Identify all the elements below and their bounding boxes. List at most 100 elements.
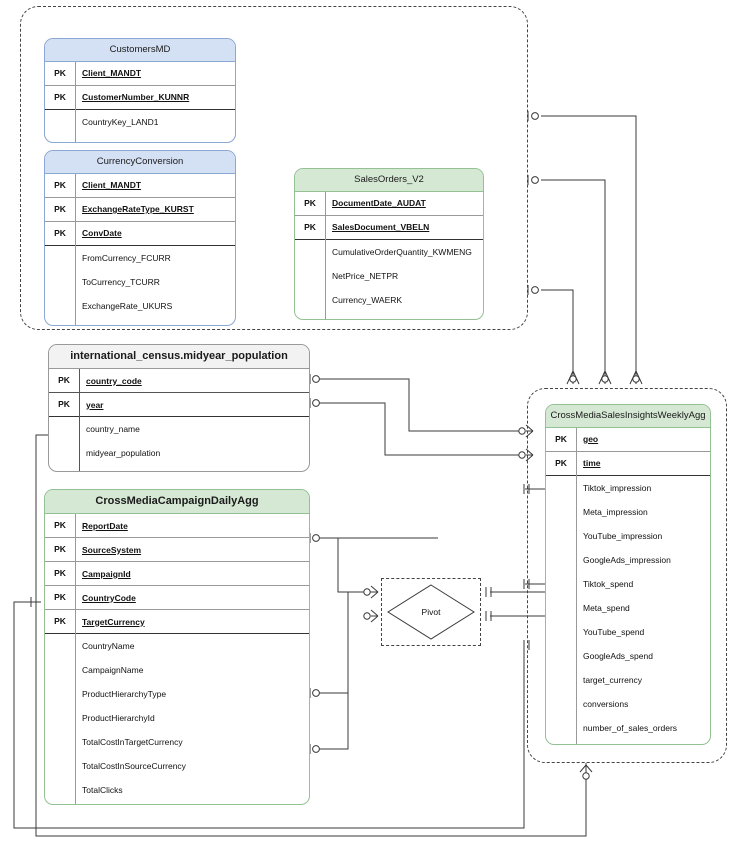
entity-row-attribute[interactable]: TotalCostInSourceCurrency	[45, 754, 309, 778]
field-name: CountryName	[82, 641, 135, 651]
entity-row-attribute[interactable]: TotalImpressions	[45, 802, 309, 804]
entity-row-attribute[interactable]: FromCurrency_FCURR	[45, 246, 235, 270]
entity-midyear-population[interactable]: international_census.midyear_population …	[48, 344, 310, 472]
pivot-label: Pivot	[421, 607, 441, 617]
entity-row-attribute[interactable]: YouTube_spend	[546, 620, 710, 644]
pk-badge: PK	[304, 221, 316, 232]
entity-row-attribute[interactable]: GoogleAds_spend	[546, 644, 710, 668]
entity-row-attribute[interactable]: average_revenue_per_sales_order	[546, 740, 710, 745]
field-name: CountryKey_LAND1	[82, 116, 159, 127]
field-name: Meta_impression	[583, 506, 648, 517]
card-zero-one	[527, 111, 539, 295]
field-name: ConvDate	[82, 228, 122, 238]
pivot-node[interactable]: Pivot	[386, 583, 476, 641]
field-name: midyear_population	[86, 448, 161, 458]
entity-title: CustomersMD	[45, 39, 235, 62]
entity-row-attribute[interactable]: Tiktok_impression	[546, 476, 710, 500]
entity-row-attribute[interactable]: CampaignName	[45, 658, 309, 682]
field-name: time	[583, 458, 601, 468]
entity-row-attribute[interactable]: conversions	[546, 692, 710, 716]
field-name: target_currency	[583, 674, 643, 685]
field-name: Client_MANDT	[82, 68, 142, 78]
field-name: ...	[325, 319, 483, 320]
entity-row-attribute[interactable]: TotalClicks	[45, 778, 309, 802]
entity-row-attribute[interactable]: ...	[295, 312, 483, 320]
card-campaign-left	[30, 597, 37, 607]
entity-row-attribute[interactable]: ProductHierarchyType	[45, 682, 309, 706]
entity-row-pk[interactable]: PK time	[546, 452, 710, 476]
entity-row-attribute[interactable]: GoogleAds_impression	[546, 548, 710, 572]
field-name: ProductHierarchyId	[82, 713, 155, 723]
pivot-diamond-shape	[387, 584, 475, 640]
field-name: SourceSystem	[82, 544, 142, 555]
card-census-right	[309, 374, 320, 408]
pk-badge: PK	[555, 457, 567, 468]
entity-row-attribute[interactable]: ExchangeRate_UKURS	[45, 294, 235, 318]
entity-row-attribute[interactable]: ProductHierarchyId	[45, 706, 309, 730]
entity-row-attribute[interactable]: ...	[45, 134, 235, 143]
key-divider	[79, 369, 80, 471]
field-name: CampaignName	[82, 665, 144, 675]
field-name: ExchangeRate_UKURS	[82, 300, 173, 311]
entity-row-attribute[interactable]: NetPrice_NETPR	[295, 264, 483, 288]
entity-row-pk[interactable]: PK Client_MANDT	[45, 62, 235, 86]
pk-badge: PK	[304, 197, 316, 208]
entity-row-attribute[interactable]: country_name	[49, 417, 309, 441]
entity-row-attribute[interactable]: CumulativeOrderQuantity_KWMENG	[295, 240, 483, 264]
card-campaign-right	[309, 533, 320, 754]
field-name: conversions	[583, 698, 629, 709]
entity-row-attribute[interactable]: Currency_WAERK	[295, 288, 483, 312]
pk-badge: PK	[58, 399, 70, 410]
entity-row-attribute[interactable]: ToCurrency_TCURR	[45, 270, 235, 294]
entity-row-attribute[interactable]: CountryName	[45, 634, 309, 658]
entity-row-attribute[interactable]: Tiktok_spend	[546, 572, 710, 596]
field-name: TotalCostInSourceCurrency	[82, 761, 186, 771]
entity-row-attribute[interactable]: YouTube_impression	[546, 524, 710, 548]
card-zero-many-top	[566, 370, 643, 385]
entity-row-attribute[interactable]: ...	[49, 465, 309, 471]
entity-row-attribute[interactable]: CountryKey_LAND1	[45, 110, 235, 134]
pk-badge: PK	[54, 67, 66, 78]
field-name: Tiktok_spend	[583, 578, 634, 589]
field-name: country_code	[86, 375, 142, 386]
entity-row-attribute[interactable]: ...	[45, 318, 235, 326]
entity-row-attribute[interactable]: Meta_impression	[546, 500, 710, 524]
entity-row-attribute[interactable]: midyear_population	[49, 441, 309, 465]
field-name: CustomerNumber_KUNNR	[82, 92, 190, 102]
pk-badge: PK	[54, 616, 66, 627]
field-name: country_name	[86, 424, 140, 434]
pk-badge: PK	[54, 227, 66, 238]
field-name: SalesDocument_VBELN	[332, 222, 430, 232]
pk-badge: PK	[54, 179, 66, 190]
entity-row-attribute[interactable]: TotalCostInTargetCurrency	[45, 730, 309, 754]
pk-badge: PK	[54, 203, 66, 214]
field-name: CampaignId	[82, 568, 131, 579]
entity-row-attribute[interactable]: Meta_spend	[546, 596, 710, 620]
field-name: NetPrice_NETPR	[332, 270, 399, 281]
key-divider	[75, 514, 76, 804]
entity-row-attribute[interactable]: number_of_sales_orders	[546, 716, 710, 740]
entity-row-pk[interactable]: PK ConvDate	[45, 222, 235, 246]
entity-row-attribute[interactable]: target_currency	[546, 668, 710, 692]
entity-row-pk[interactable]: PK SalesDocument_VBELN	[295, 216, 483, 240]
